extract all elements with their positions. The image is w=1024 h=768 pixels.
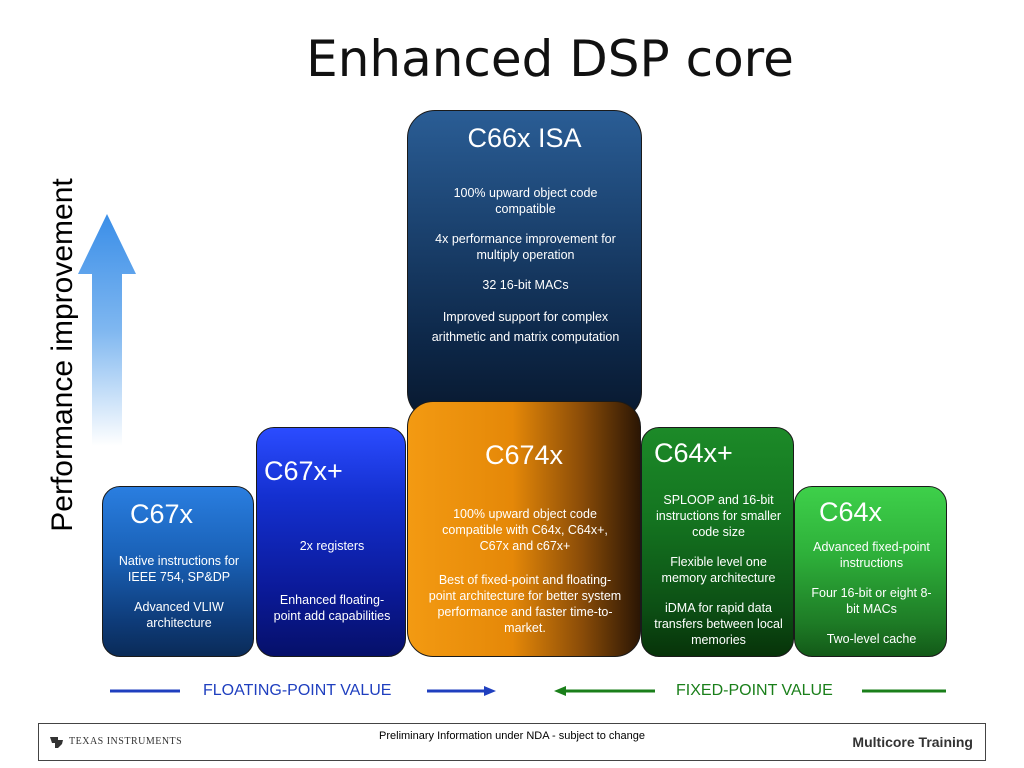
- c64x-plus-line-1: SPLOOP and 16-bit instructions for small…: [655, 493, 782, 539]
- c64x-line-2: Four 16-bit or eight 8-bit MACs: [811, 586, 932, 616]
- c66x-line-2: 4x performance improvement for multiply …: [435, 232, 616, 262]
- c64x-line-3: Two-level cache: [826, 632, 917, 646]
- value-legend-lines: [110, 686, 946, 696]
- c674x-line-2: Best of fixed-point and floating-point a…: [428, 573, 622, 635]
- c64x-line-1: Advanced fixed-point instructions: [813, 540, 930, 570]
- c64x-plus-title: C64x+: [654, 438, 733, 468]
- c66x-line-3: 32 16-bit MACs: [482, 278, 569, 292]
- footer-bar: Texas Instruments Preliminary Informatio…: [38, 723, 986, 761]
- c67x-plus-line-2: Enhanced floating-point add capabilities: [273, 593, 391, 623]
- c67x-plus-box: C67x+ 2x registers Enhanced floating-poi…: [256, 427, 406, 657]
- c66x-line-1: 100% upward object code compatible: [453, 186, 598, 216]
- c67x-plus-line-1: 2x registers: [299, 539, 365, 553]
- c674x-title: C674x: [484, 440, 564, 470]
- c64x-plus-line-3: iDMA for rapid data transfers between lo…: [654, 601, 783, 647]
- c67x-title: C67x: [130, 499, 194, 529]
- c64x-plus-line-2: Flexible level one memory architecture: [661, 555, 776, 585]
- y-axis-label: Performance improvement: [46, 178, 79, 532]
- c64x-title: C64x: [819, 497, 883, 527]
- c674x-box: C674x 100% upward object code compatible…: [407, 401, 641, 657]
- floating-arrow-head-icon: [484, 686, 496, 696]
- c66x-title: C66x ISA: [467, 123, 582, 153]
- slide-title: Enhanced DSP core: [306, 30, 794, 88]
- nda-notice: Preliminary Information under NDA - subj…: [379, 730, 645, 742]
- c64x-plus-box: C64x+ SPLOOP and 16-bit instructions for…: [641, 427, 794, 657]
- c64x-box: C64x Advanced fixed-point instructions F…: [794, 486, 947, 657]
- ti-logo-icon: [50, 737, 63, 748]
- performance-arrow-icon: [78, 214, 136, 446]
- multicore-training-label: Multicore Training: [852, 734, 973, 750]
- c67x-line-1: Native instructions for IEEE 754, SP&DP: [118, 554, 240, 584]
- c67x-line-2: Advanced VLIW architecture: [134, 600, 224, 630]
- c67x-plus-title: C67x+: [264, 456, 343, 486]
- c66x-isa-box: C66x ISA 100% upward object code compati…: [407, 110, 642, 420]
- c67x-box: C67x Native instructions for IEEE 754, S…: [102, 486, 254, 657]
- floating-point-label: FLOATING-POINT VALUE: [203, 682, 392, 699]
- fixed-point-label: FIXED-POINT VALUE: [676, 682, 833, 699]
- c66x-line-4: Improved support for complex arithmetic …: [431, 310, 620, 344]
- fixed-arrow-head-icon: [554, 686, 566, 696]
- ti-brand-text: Texas Instruments: [69, 736, 183, 747]
- c674x-line-1: 100% upward object code compatible with …: [442, 507, 608, 553]
